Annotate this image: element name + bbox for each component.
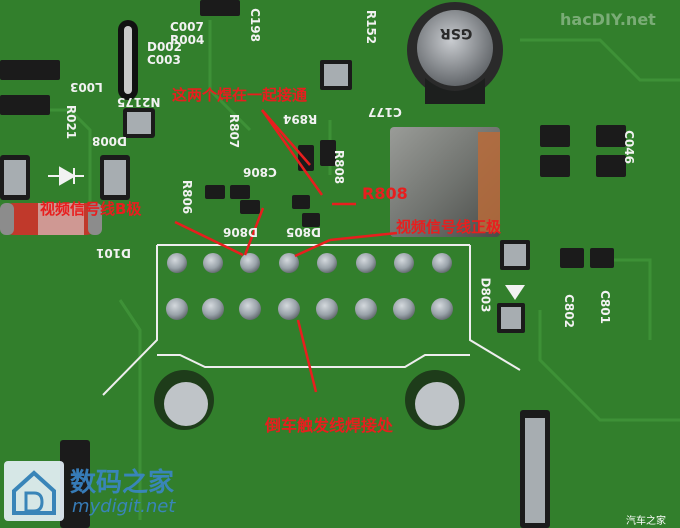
annotation-signal-left: 视频信号线B极 — [40, 200, 142, 218]
silk-d806: D806 — [223, 225, 259, 239]
silk-d008: D008 — [92, 134, 128, 148]
annotation-r808-label: R808 — [362, 184, 408, 203]
capacitor-marking: GSR — [440, 25, 473, 41]
silk-c806: C806 — [243, 165, 277, 179]
silk-c801: C801 — [597, 290, 612, 324]
silk-r808: R808 — [332, 149, 347, 185]
silk-r004: R004 — [170, 33, 205, 47]
watermark-site-name: 数码之家 — [70, 468, 175, 498]
silk-d002: D002 — [147, 40, 183, 54]
mydigit-logo-icon — [4, 461, 64, 521]
watermark-corner: 汽车之家 — [626, 516, 666, 527]
silk-r152: R152 — [364, 9, 379, 45]
silk-c007: C007 — [170, 20, 204, 34]
silk-c003: C003 — [147, 53, 181, 67]
silk-r807: R807 — [227, 113, 242, 149]
watermark-top-right: hacDIY.net — [560, 10, 656, 29]
silk-r806: R806 — [180, 179, 195, 215]
silk-c177: C177 — [368, 105, 402, 119]
silk-d101: D101 — [96, 246, 132, 260]
annotation-join-note: 这两个焊在一起接通 — [172, 86, 308, 104]
silk-n2175: N2175 — [117, 95, 161, 109]
silk-r021: R021 — [64, 104, 79, 140]
silk-r894: R894 — [283, 112, 318, 126]
annotation-signal-right: 视频信号线正极 — [396, 218, 502, 236]
silk-c046: C046 — [621, 130, 636, 164]
silk-c802: C802 — [561, 294, 576, 328]
watermark-site-url: mydigit.net — [72, 496, 176, 517]
silk-d805: D805 — [286, 225, 322, 239]
annotation-reverse-trigger: 倒车触发线焊接处 — [265, 416, 394, 435]
silk-d803: D803 — [478, 277, 493, 313]
silk-l003: L003 — [70, 80, 103, 94]
silk-c198: C198 — [247, 8, 262, 42]
